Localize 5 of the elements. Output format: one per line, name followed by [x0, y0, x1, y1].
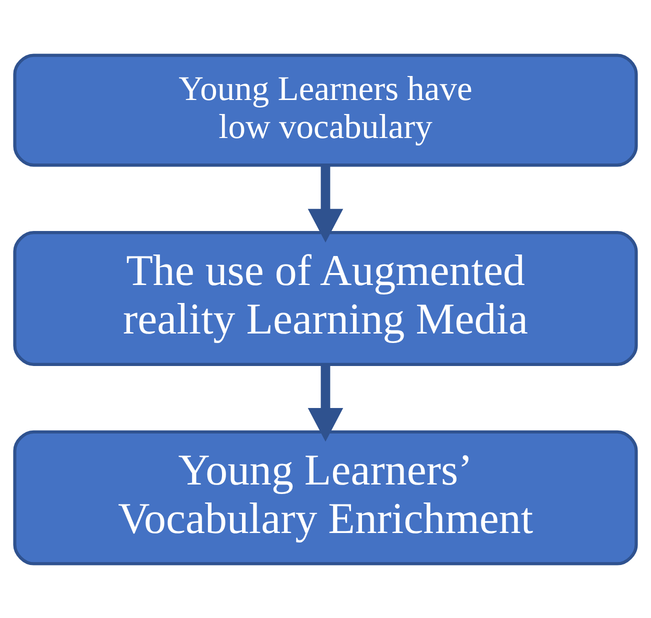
arrow: [308, 164, 344, 242]
node-box: The use of Augmented reality Learning Media: [13, 230, 638, 366]
arrow: [308, 364, 344, 442]
node-box: Young Learners’ Vocabulary Enrichment: [13, 430, 638, 565]
node-box: Young Learners have low vocabulary: [13, 53, 638, 166]
